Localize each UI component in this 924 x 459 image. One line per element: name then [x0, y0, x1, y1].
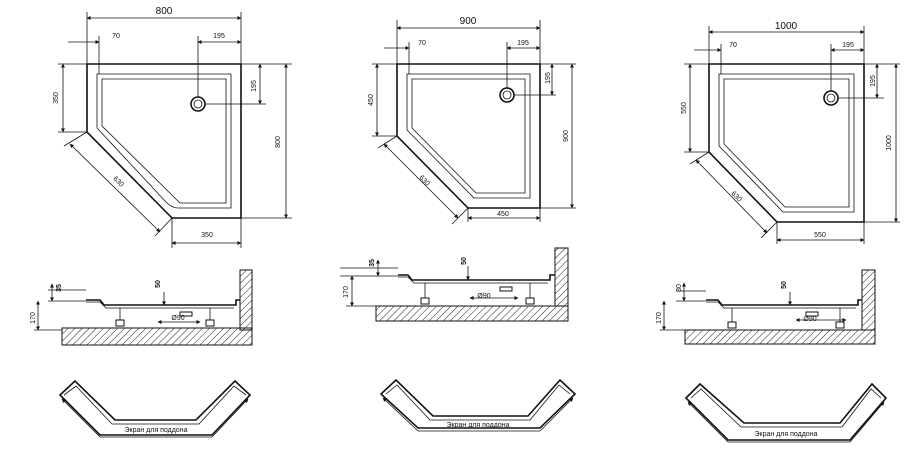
section-view-1000: 30 170 50 Ø90 [656, 269, 876, 345]
screen-label: Экран для поддона [125, 427, 188, 434]
variant-800-drawing: 800 70 195 195 800 350 350 630 [30, 6, 292, 438]
dim-drain-diameter: Ø90 [803, 316, 816, 323]
dim-width: 1000 [775, 21, 798, 32]
dim-rim: 35 [56, 284, 63, 292]
screen-label: Экран для поддона [447, 422, 510, 429]
dim-drain-y: 195 [251, 80, 258, 92]
dim-drain-x: 195 [842, 42, 854, 49]
dim-height: 900 [563, 130, 570, 142]
dim-drain-x: 195 [213, 33, 225, 40]
dim-side-left: 450 [368, 94, 375, 106]
dim-drain-y: 195 [545, 72, 552, 84]
dim-side-left: 550 [681, 102, 688, 114]
dim-depth: 50 [155, 280, 162, 288]
dim-drain-x: 195 [517, 40, 529, 47]
dim-depth: 50 [461, 257, 468, 265]
dim-offset: 70 [729, 42, 737, 49]
screen-view-1000: Экран для поддона [684, 382, 888, 443]
variant-1000-drawing: 1000 70 195 195 1000 550 550 630 [656, 21, 900, 443]
dim-height: 800 [275, 136, 282, 148]
dim-drain-diameter: Ø90 [171, 315, 184, 322]
dim-offset: 70 [418, 40, 426, 47]
section-view-900: 35 170 50 Ø90 [340, 247, 569, 322]
variant-900-drawing: 900 70 195 195 900 450 450 630 [340, 16, 577, 432]
dim-side-left: 350 [53, 92, 60, 104]
dim-drain-y: 195 [870, 75, 877, 87]
plan-view-800: 800 70 195 195 800 350 350 630 [53, 6, 292, 248]
dim-side-bottom: 550 [814, 232, 826, 239]
dim-side-bottom: 350 [201, 232, 213, 239]
screen-view-800: Экран для поддона [58, 379, 252, 438]
dim-side-bottom: 450 [497, 211, 509, 218]
dim-drain-diameter: Ø90 [477, 293, 490, 300]
section-view-800: 35 170 50 Ø90 [30, 269, 253, 346]
dim-rim: 30 [676, 284, 683, 292]
plan-view-1000: 1000 70 195 195 1000 550 550 630 [681, 21, 900, 244]
dim-height: 1000 [886, 135, 893, 151]
dim-width: 800 [156, 6, 173, 17]
dim-width: 900 [460, 16, 477, 27]
dim-depth: 50 [781, 281, 788, 289]
screen-view-900: Экран для поддона [379, 378, 577, 432]
screen-label: Экран для поддона [755, 431, 818, 438]
dim-diagonal: 630 [417, 174, 430, 187]
dim-total-height: 170 [30, 312, 37, 324]
dim-rim: 35 [369, 259, 376, 267]
dim-offset: 70 [112, 33, 120, 40]
plan-view-900: 900 70 195 195 900 450 450 630 [368, 16, 576, 225]
dim-diagonal: 630 [729, 190, 742, 203]
dim-total-height: 170 [656, 312, 663, 324]
dim-total-height: 170 [343, 286, 350, 298]
